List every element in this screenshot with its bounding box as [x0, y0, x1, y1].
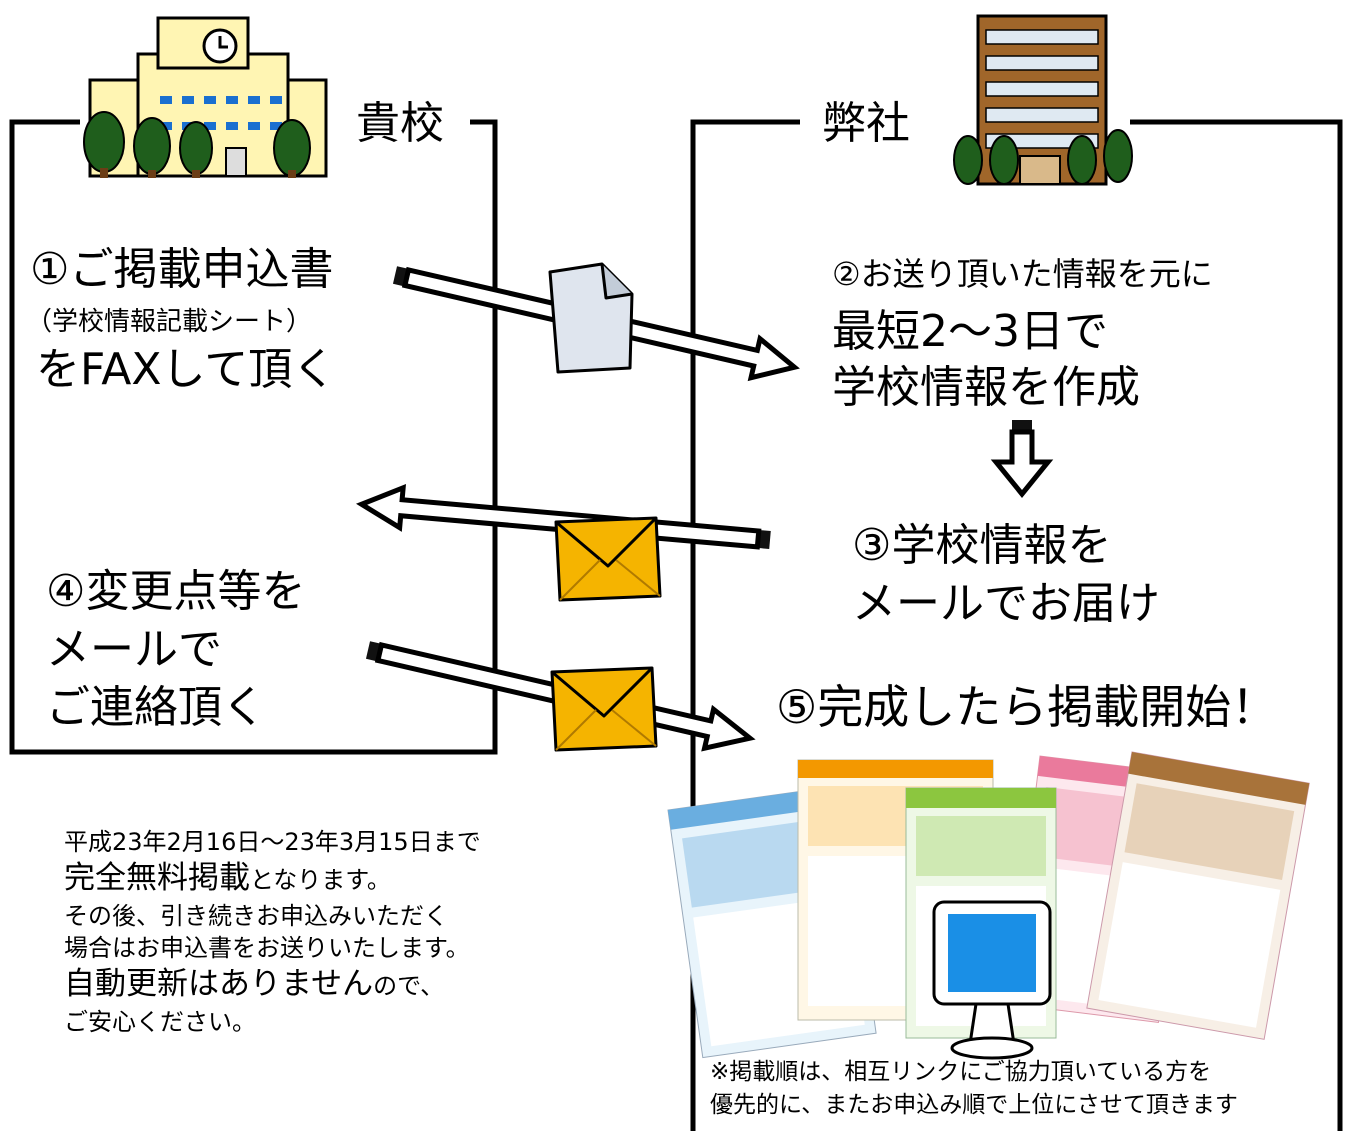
note-auto-renew-highlight: 自動更新はありません [64, 966, 374, 1002]
school-building-icon [83, 16, 328, 178]
step4-line3: ご連絡頂く [46, 682, 266, 733]
company-label: 弊社 [822, 98, 910, 149]
school-panel-frame [9, 119, 498, 755]
step1-subtitle: （学校情報記載シート） [26, 307, 313, 337]
note-line1: 平成23年2月16日～23年3月15日まで [64, 828, 481, 856]
note-line3: その後、引き続きお申込みいただく [64, 901, 448, 930]
envelope-icon [550, 666, 658, 752]
note-free-highlight: 完全無料掲載 [64, 860, 250, 897]
note-line2-rest: となります。 [250, 866, 391, 895]
website-screenshots-collage [667, 751, 1310, 1060]
company-panel-frame [690, 119, 1343, 1131]
arrow-mail-to-school [355, 484, 771, 550]
note-line4: 場合はお申込書をお送りいたします。 [64, 933, 470, 962]
step3-title: ③学校情報を [852, 520, 1112, 571]
school-label: 貴校 [356, 98, 444, 149]
step4-line2: メールで [46, 624, 222, 675]
campaign-note: 平成23年2月16日～23年3月15日まで 完全無料掲載となります。 その後、引… [64, 826, 481, 1038]
step4-title: ④変更点等を [46, 566, 306, 617]
arrow-down [990, 420, 1054, 498]
envelope-icon [554, 516, 662, 602]
note-line5: 自動更新はありませんので、 [64, 964, 481, 1006]
footnote-line2: 優先的に、またお申込み順で上位にさせて頂きます [710, 1092, 1238, 1119]
step5-title: ⑤完成したら掲載開始！ [776, 680, 1278, 734]
company-building-icon [953, 14, 1133, 186]
step3-line2: メールでお届け [852, 578, 1160, 629]
step1-title: ①ご掲載申込書 [30, 244, 334, 295]
note-line6: ご安心ください。 [64, 1007, 256, 1036]
step2-line2: 最短2～3日で [832, 306, 1108, 357]
document-icon [548, 262, 634, 374]
step1-action: をFAXして頂く [36, 344, 337, 395]
monitor-icon [932, 900, 1052, 1060]
footnote: ※掲載順は、相互リンクにご協力頂いている方を 優先的に、またお申込み順で上位にさ… [710, 1056, 1238, 1123]
note-line5-rest: ので、 [373, 972, 445, 1000]
note-line2: 完全無料掲載となります。 [64, 858, 481, 900]
step2-line3: 学校情報を作成 [832, 362, 1140, 413]
step2-title: ②お送り頂いた情報を元に [832, 255, 1213, 293]
footnote-line1: ※掲載順は、相互リンクにご協力頂いている方を [710, 1059, 1212, 1085]
